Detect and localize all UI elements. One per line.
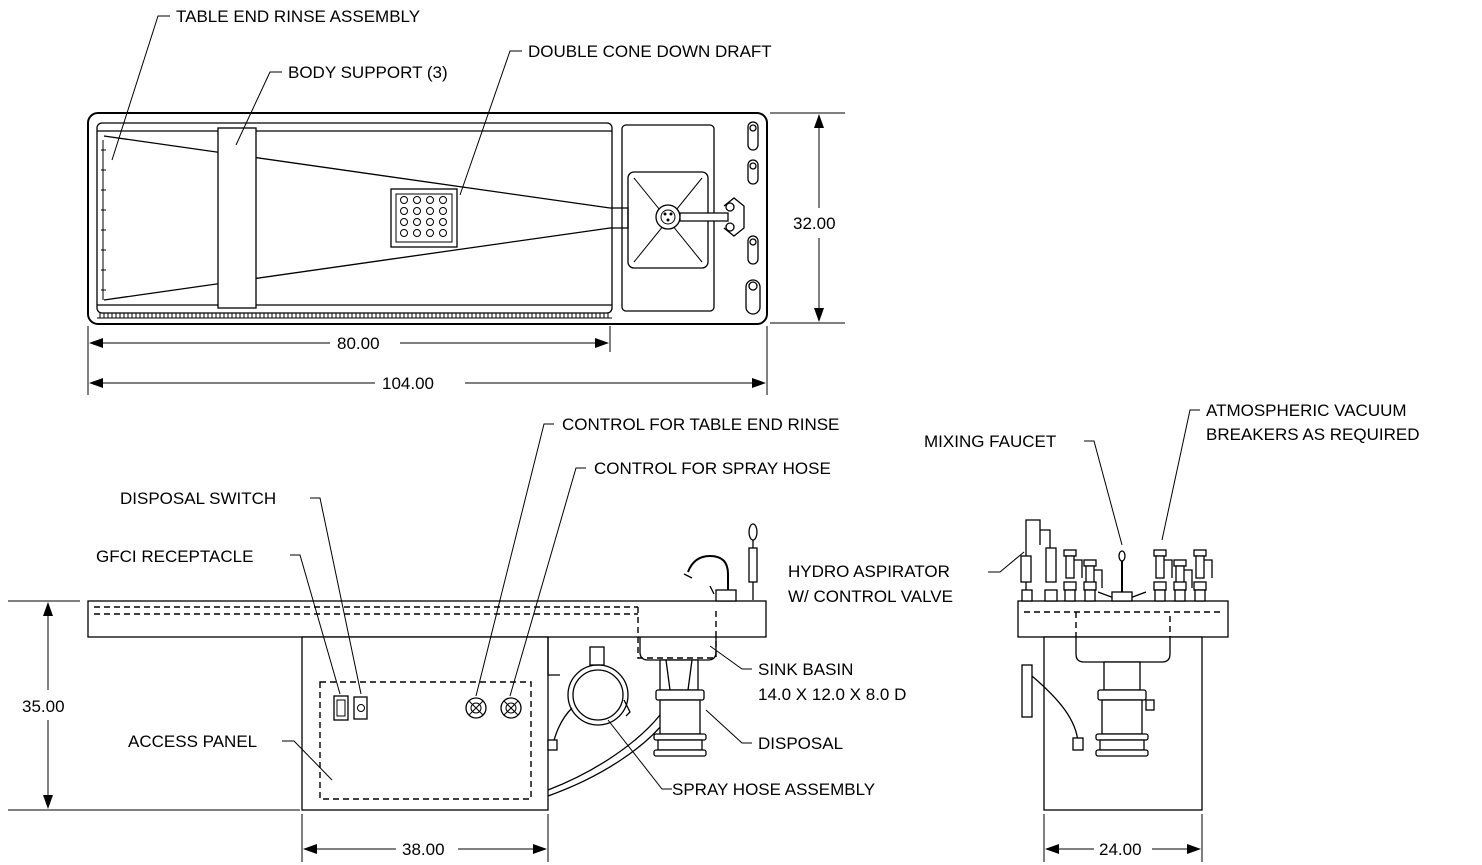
leader-sink-basin — [709, 645, 752, 670]
leader-disposal-switch — [310, 497, 362, 695]
label-gfci: GFCI RECEPTACLE — [96, 547, 253, 566]
label-access-panel: ACCESS PANEL — [128, 732, 257, 751]
vacuum-breaker — [1173, 559, 1193, 602]
leader-hydro-aspirator — [988, 551, 1025, 573]
sink-basin-side — [639, 637, 717, 661]
label-disposal: DISPOSAL — [758, 734, 843, 753]
drain-plan — [655, 204, 681, 230]
leader-access-panel — [282, 740, 333, 781]
plan-view: TABLE END RINSE ASSEMBLY BODY SUPPORT (3… — [87, 7, 845, 395]
label-vacuum-2: BREAKERS AS REQUIRED — [1206, 425, 1420, 444]
vacuum-breaker — [1153, 549, 1173, 602]
leader-vacuum-breakers — [1161, 409, 1200, 541]
body-support — [217, 127, 257, 309]
label-control-spray-hose: CONTROL FOR SPRAY HOSE — [594, 459, 831, 478]
label-mixing-faucet: MIXING FAUCET — [924, 432, 1056, 451]
leader-disposal — [705, 709, 752, 744]
label-table-end-rinse: TABLE END RINSE ASSEMBLY — [176, 7, 420, 26]
vacuum-breaker — [1193, 549, 1213, 602]
vacuum-breaker — [1063, 549, 1083, 602]
dim-base-width: 24.00 — [1043, 814, 1203, 862]
dim-38: 38.00 — [402, 840, 445, 859]
vacuum-breakers — [1063, 549, 1213, 602]
down-draft-cone — [103, 135, 629, 301]
dim-80: 80.00 — [337, 334, 380, 353]
side-elevation: 35.00 38.00 CONTROL FOR TABLE END RINSE … — [8, 415, 906, 862]
label-sink-basin-1: SINK BASIN — [758, 660, 853, 679]
dim-104: 104.00 — [382, 374, 434, 393]
faucet-plan — [679, 212, 729, 222]
label-spray-hose-assembly: SPRAY HOSE ASSEMBLY — [672, 780, 875, 799]
leader-body-support — [235, 71, 282, 146]
end-top — [1017, 600, 1229, 638]
disposal-switch — [353, 696, 368, 720]
plan-handles — [745, 121, 761, 315]
label-vacuum-1: ATMOSPHERIC VACUUM — [1206, 401, 1407, 420]
label-sink-basin-2: 14.0 X 12.0 X 8.0 D — [758, 685, 906, 704]
dim-length-overall: 104.00 — [89, 326, 768, 395]
leader-end-rinse — [111, 15, 170, 161]
spray-hose-coil — [567, 664, 629, 726]
leader-down-draft — [459, 50, 522, 196]
dim-top-width: 32.00 — [770, 112, 845, 324]
end-spray-handle — [1021, 664, 1033, 718]
leader-control-rinse — [475, 423, 554, 697]
dim-32: 32.00 — [793, 214, 836, 233]
end-disposal — [1103, 661, 1141, 691]
table-outline — [87, 112, 768, 325]
label-control-table-end-rinse: CONTROL FOR TABLE END RINSE — [562, 415, 839, 434]
dim-height: 35.00 — [8, 600, 300, 811]
label-down-draft: DOUBLE CONE DOWN DRAFT — [528, 42, 772, 61]
end-rinse-ticks — [101, 140, 106, 300]
leader-control-spray — [509, 467, 586, 697]
valve-table-end-rinse — [465, 697, 487, 719]
drain-grate — [390, 188, 458, 248]
faucet-side — [687, 554, 729, 596]
hose-bracket — [547, 637, 560, 676]
label-hydro-1: HYDRO ASPIRATOR — [788, 562, 950, 581]
dim-base-length: 38.00 — [301, 814, 549, 862]
ruler-strip — [97, 313, 612, 319]
leader-spray-hose — [607, 719, 672, 790]
valve-spray-hose — [500, 697, 522, 719]
table-well — [96, 122, 613, 314]
dim-length-table: 80.00 — [87, 326, 611, 395]
dim-24: 24.00 — [1099, 840, 1142, 859]
vacuum-breaker — [1083, 559, 1103, 602]
leader-gfci — [290, 554, 341, 695]
leader-mixing-faucet — [1084, 440, 1123, 546]
label-hydro-2: W/ CONTROL VALVE — [788, 587, 953, 606]
label-disposal-switch: DISPOSAL SWITCH — [120, 489, 276, 508]
pedestal — [301, 636, 549, 811]
disposal-top — [659, 659, 699, 691]
dim-35: 35.00 — [22, 697, 65, 716]
end-elevation: 24.00 MIXING FAUCET HYDRO ASPIRATOR W/ C… — [788, 401, 1420, 862]
label-body-support: BODY SUPPORT (3) — [288, 63, 448, 82]
access-panel — [319, 681, 532, 800]
